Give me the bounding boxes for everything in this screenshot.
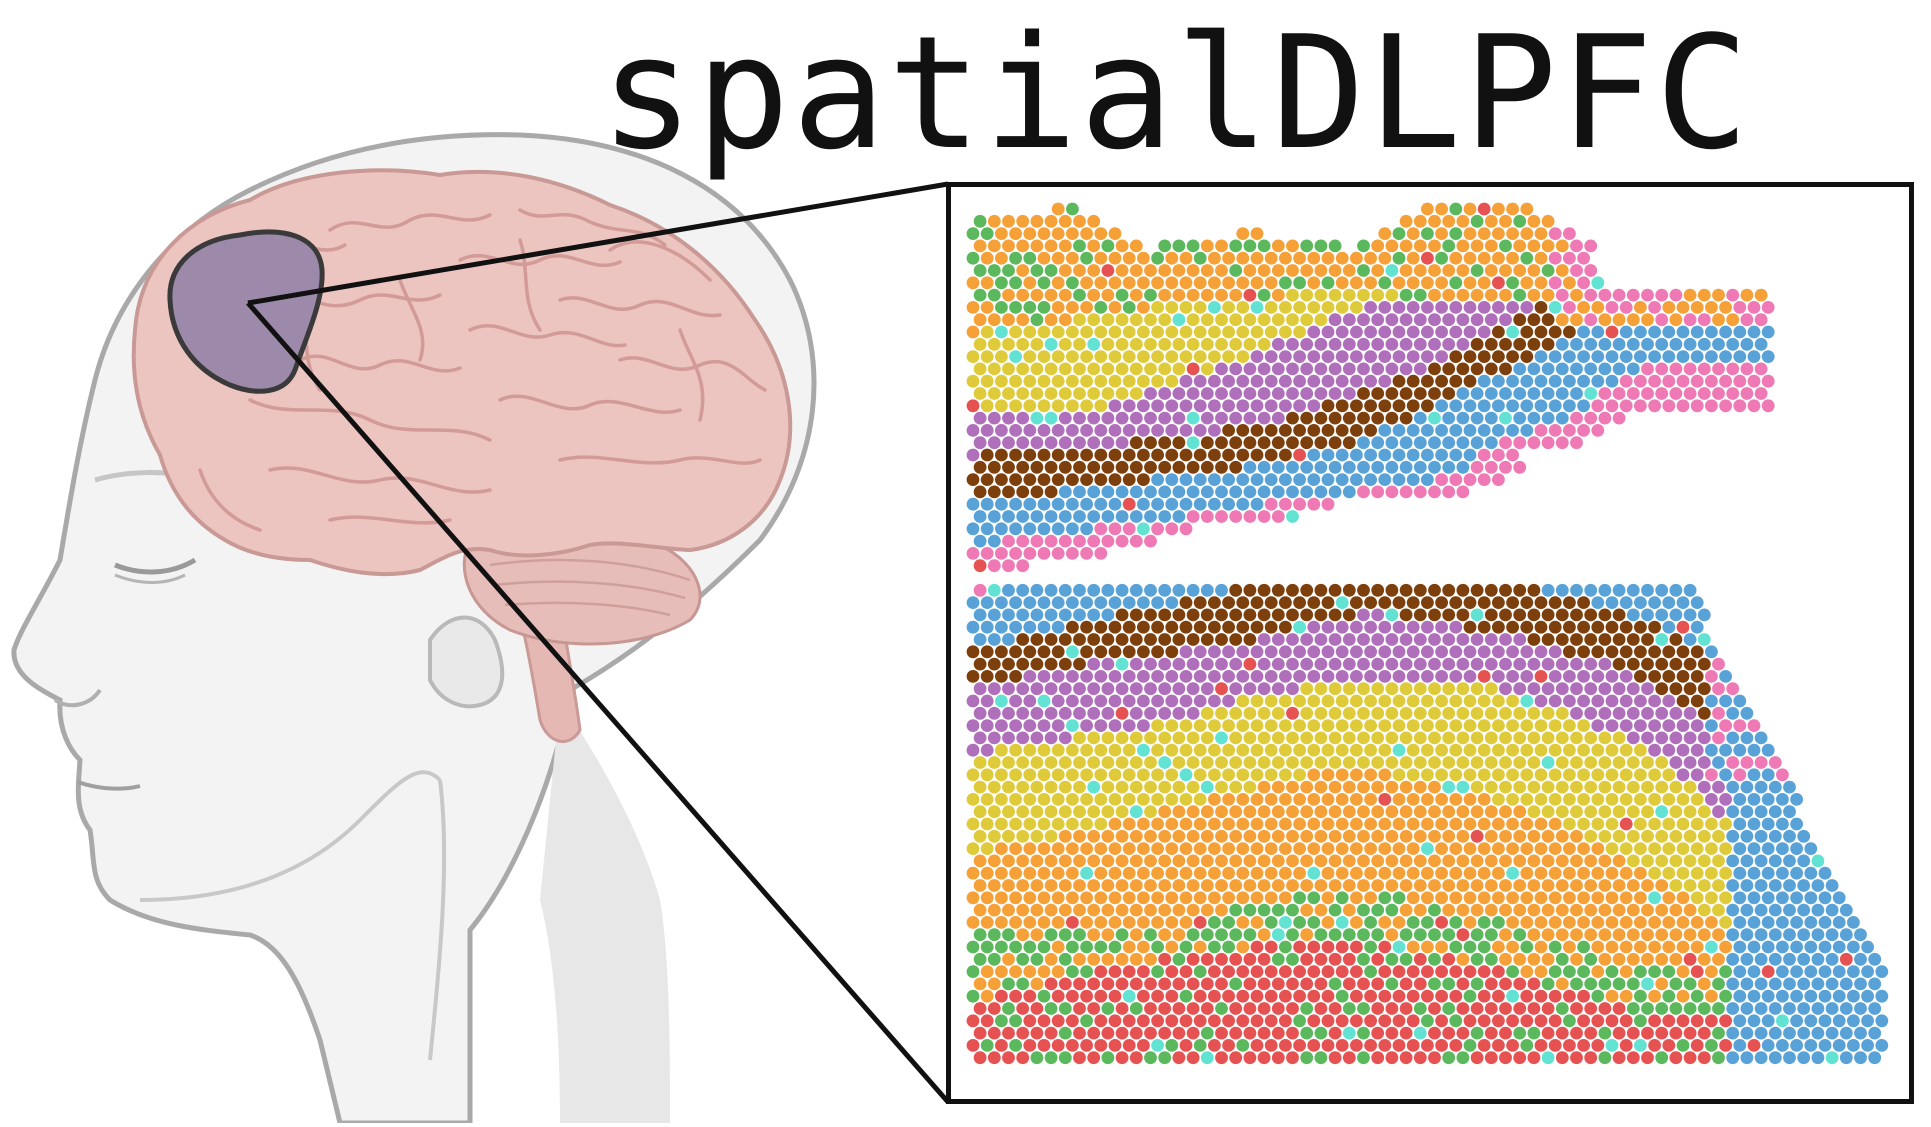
spot-cluster-blue [966,325,1889,1065]
dlpfc-highlight-region [167,229,325,394]
neck-shadow [540,700,670,1123]
zoom-line-bottom [246,301,950,1104]
spot-cluster-green [966,202,1732,1065]
neck-line [428,779,447,1061]
eye-lash [114,573,186,584]
closed-eye [114,557,197,575]
spot-map [966,202,1889,1065]
cerebellum-folds [489,558,691,617]
spot-cluster-yellow [966,288,1732,929]
spot-cluster-brown [966,301,1711,720]
mouth [77,780,141,791]
spot-cluster-purple [966,301,1732,819]
spatial-spot-map-panel [946,182,1914,1104]
nostril [53,688,102,708]
spot-cluster-cyan [987,264,1839,1065]
figure-title: spatialDLPFC [600,2,1752,184]
jaw-line [139,770,442,902]
spot-cluster-red [966,202,1853,1065]
spot-cluster-orange [966,202,1768,1003]
zoom-line-top [247,181,949,306]
ear [428,615,505,709]
spot-cluster-pink [966,227,1789,782]
